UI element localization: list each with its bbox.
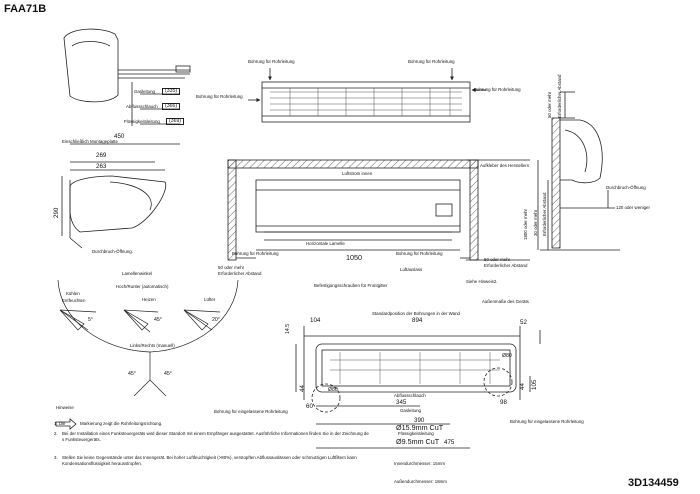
note-3-num: 3.: [54, 455, 58, 460]
document-number: 3D134459: [628, 477, 679, 489]
angle-right: 45°: [164, 371, 172, 377]
dim-105: 105: [531, 379, 538, 390]
label-screws: Befestigungsschrauben für Frontgitter: [314, 283, 388, 288]
label-std-position: Standardposition der Bohrungen in der Wa…: [372, 311, 460, 316]
dim-290: 290: [53, 207, 60, 218]
label-heat: Heizen: [142, 297, 156, 302]
label-leftright: Links/Rechts (manuell): [130, 343, 175, 348]
note-arrow: [55, 418, 77, 430]
label-liquid-pipe: Flüssigkeitsleitung: [398, 431, 434, 436]
val-liquid: (369): [166, 118, 185, 126]
label-1800: 1800 oder mehr: [523, 209, 528, 240]
side-view-top: [63, 28, 191, 126]
dim-60: 60: [306, 403, 313, 410]
label-bore-top-left: Bohrung für Rohrleitung: [248, 59, 295, 64]
label-bore-plate-right: Bohrung für eingelassene Rohrleitung: [510, 419, 584, 424]
label-louver-angle: Lamellenwinkel: [122, 271, 153, 276]
top-view-unit: [248, 68, 486, 123]
label-cool: Kühlen: [66, 291, 80, 296]
right-side-view: [537, 91, 620, 251]
note-2-text-b: s Funksteuergeräts.: [62, 437, 101, 442]
angle-cool: 5°: [88, 317, 93, 323]
dim-44-right: 44: [519, 383, 526, 390]
label-air-in: Luftstrom innen: [342, 171, 373, 176]
label-left-space: 50 oder mehr: [218, 265, 245, 270]
dim-390: 390: [414, 417, 425, 424]
label-50-top: 50 oder mehr: [547, 91, 552, 118]
label-drain: Abflussschlauch: [126, 104, 158, 109]
dim-450: 450: [114, 133, 125, 140]
front-view: [227, 159, 530, 261]
label-gas-size: Ø15.9mm CuT: [396, 423, 444, 432]
label-right-space-2: Erforderlicher Abstand: [484, 263, 528, 268]
dim-52: 52: [520, 319, 527, 326]
label-gas: Gasleitung: [134, 89, 155, 94]
label-breakthrough-right: Durchbruch-Öffnung: [606, 185, 646, 190]
label-bore-side-left: Bohrung für Rohrleitung: [196, 94, 243, 99]
label-req-dist-top: Erforderlicher Abstand: [557, 74, 562, 118]
label-gas-pipe: Gasleitung: [400, 408, 421, 413]
label-bore-front-left: Bohrung für Rohrleitung: [232, 251, 279, 256]
label-flap: Horizontale Lamelle: [306, 241, 345, 246]
note-3-text-a: Stellen Sie keine Gegenstände unter das …: [62, 455, 357, 460]
dim-263: 263: [96, 163, 107, 170]
dim-345: 345: [396, 399, 407, 406]
notes-heading: Hinweise: [56, 405, 74, 410]
label-air-outlet: Luftauslass: [400, 267, 423, 272]
label-bore-side-right: Bohrung für Rohrleitung: [474, 87, 521, 92]
label-plate: Einschließlich Montageplatte: [62, 139, 118, 144]
angle-left: 45°: [128, 371, 136, 377]
dim-475: 475: [444, 439, 455, 446]
label-120: 120 oder weniger: [616, 205, 650, 210]
note-2-num: 2.: [54, 431, 58, 436]
angle-heat: 45°: [154, 317, 162, 323]
label-30: 30 oder mehr: [533, 209, 538, 236]
mounting-plate: [295, 326, 541, 449]
louver-diagrams: [57, 279, 239, 397]
label-bore-top-right: Bohrung für Rohrleitung: [408, 59, 455, 64]
val-gas: (335): [162, 88, 181, 96]
label-note2: Siehe Hinweis2.: [466, 279, 498, 284]
label-breakthrough: Durchbruch-Öffnung.: [92, 249, 133, 254]
label-liquid: Flüssigkeitsleitung: [124, 119, 160, 124]
label-sticker: Aufkleber des Herstellers: [480, 163, 530, 168]
dim-80-left: Ø80: [328, 387, 338, 393]
label-req-dist-right: Erforderlicher Abstand: [542, 192, 547, 236]
note-3-text-b: Kondensationsflüssigkeit herausstropfen.: [62, 461, 143, 466]
label-outer-dia: Außendurchmesser: 18mm: [394, 479, 447, 484]
model-title: FAA71B: [4, 3, 47, 15]
note-1-text: Markierung zeigt die Rohrleitungsrichtun…: [80, 421, 163, 426]
label-dry: Entfeuchten: [62, 298, 86, 303]
side-view-dims: [61, 143, 180, 249]
dim-44-left: 44: [299, 385, 306, 392]
dim-269: 269: [96, 152, 107, 159]
label-inner-dia: Innendurchmesser: 15mm: [394, 461, 446, 466]
dim-894: 894: [412, 317, 423, 324]
dim-80-right: Ø80: [502, 353, 512, 359]
label-right-space: 50 oder mehr: [484, 257, 511, 262]
label-updown: Hoch/Runter (automatisch): [116, 284, 169, 289]
angle-fan: 20°: [212, 317, 220, 323]
dim-14-5: 14.5: [285, 323, 291, 334]
val-drain: (366): [162, 103, 181, 111]
label-bore-plate-left: Bohrung für eingelassene Rohrleitung: [214, 409, 288, 414]
dim-104: 104: [310, 317, 321, 324]
label-fan: Lüfter: [204, 297, 216, 302]
label-liquid-size: Ø9.5mm CuT: [396, 437, 440, 446]
dim-98: 98: [500, 399, 507, 406]
note-1-num: 1. Die: [54, 421, 66, 426]
label-drain-hose: Abflussschlauch: [394, 393, 426, 398]
label-bore-front-right: Bohrung für Rohrleitung: [396, 251, 443, 256]
label-outer-dim: Außenmaße des Geräts: [482, 299, 529, 304]
note-2-text-a: Bei der Installation eines Funksteuerger…: [62, 431, 369, 436]
label-left-space-2: Erforderlicher Abstand: [218, 271, 262, 276]
dim-1050: 1050: [346, 253, 362, 262]
